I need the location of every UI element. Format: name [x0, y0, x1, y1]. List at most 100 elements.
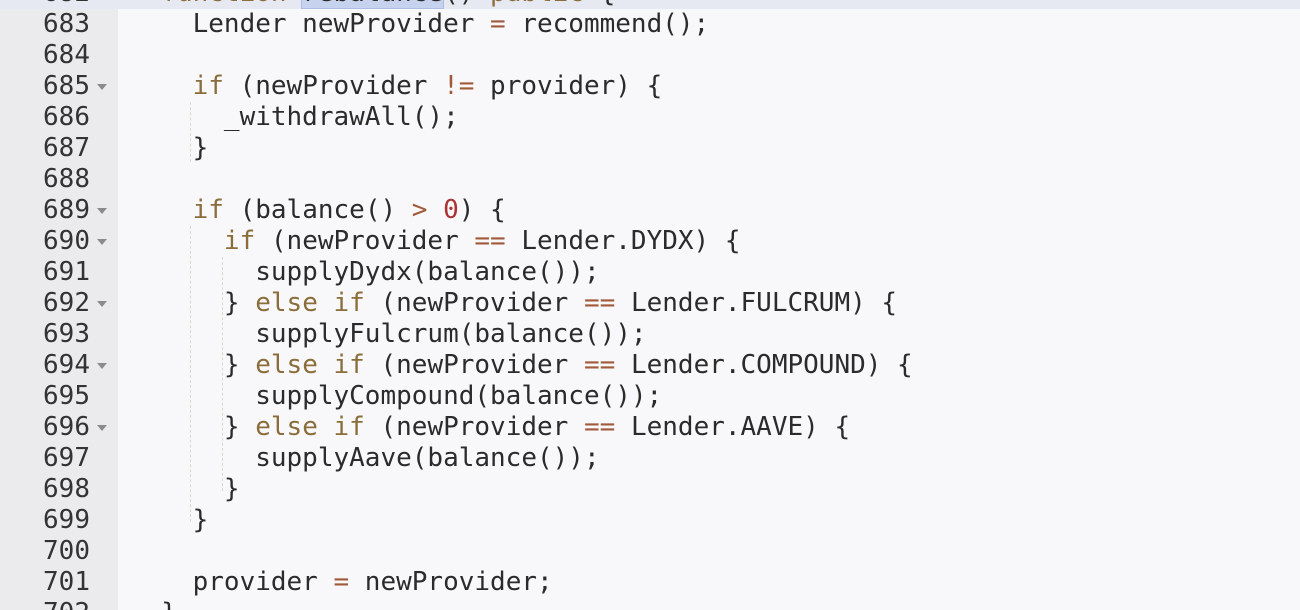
- code-token: if: [333, 288, 365, 318]
- code-line[interactable]: 693 supplyFulcrum(balance());: [0, 319, 1300, 350]
- code-token: [318, 350, 334, 380]
- code-token: provider: [130, 567, 334, 597]
- line-number: 688: [43, 164, 90, 194]
- code-token: (balance(): [223, 195, 412, 225]
- fold-toggle-icon[interactable]: [97, 363, 107, 369]
- line-number: 682: [0, 0, 90, 9]
- code-token: =: [490, 9, 506, 39]
- code-text[interactable]: Lender newProvider = recommend();: [130, 9, 710, 40]
- code-token: ==: [583, 412, 616, 442]
- code-line[interactable]: 685 if (newProvider != provider) {: [0, 71, 1300, 102]
- line-number: 699: [43, 505, 90, 535]
- line-number: 702: [0, 598, 90, 610]
- code-line[interactable]: 689 if (balance() > 0) {: [0, 195, 1300, 226]
- code-token: (newProvider: [364, 288, 584, 318]
- code-line[interactable]: 683 Lender newProvider = recommend();: [0, 9, 1300, 40]
- indent-guide: [190, 226, 191, 522]
- code-token: }: [130, 505, 209, 535]
- code-text[interactable]: supplyAave(balance());: [130, 443, 600, 474]
- code-token: provider) {: [474, 71, 663, 101]
- code-line[interactable]: 691 supplyDydx(balance());: [0, 257, 1300, 288]
- code-token: newProvider;: [349, 567, 553, 597]
- line-number: 700: [43, 536, 90, 566]
- code-token: [427, 195, 443, 225]
- code-text[interactable]: supplyDydx(balance());: [130, 257, 600, 288]
- line-number: 694: [43, 350, 90, 380]
- code-line[interactable]: 699 }: [0, 505, 1300, 536]
- line-number: 691: [43, 257, 90, 287]
- code-text[interactable]: if (balance() > 0) {: [130, 195, 506, 226]
- code-token: supplyCompound(balance());: [130, 381, 663, 411]
- fold-toggle-icon[interactable]: [97, 239, 107, 245]
- code-token: =: [333, 567, 350, 597]
- code-token: 0: [443, 195, 459, 225]
- code-token: (newProvider: [255, 226, 475, 256]
- code-text[interactable]: } else if (newProvider == Lender.FULCRUM…: [130, 288, 897, 319]
- indent-guide: [222, 257, 223, 491]
- code-text[interactable]: } else if (newProvider == Lender.COMPOUN…: [130, 350, 913, 381]
- code-token: (newProvider: [364, 350, 584, 380]
- code-token: ==: [474, 226, 506, 256]
- code-line[interactable]: 684: [0, 40, 1300, 71]
- code-token: Lender.DYDX) {: [505, 226, 741, 256]
- code-token: _withdrawAll();: [130, 102, 459, 132]
- code-token: ) {: [458, 195, 506, 225]
- code-token: supplyAave(balance());: [130, 443, 600, 473]
- code-text[interactable]: if (newProvider == Lender.DYDX) {: [130, 226, 741, 257]
- code-text[interactable]: supplyCompound(balance());: [130, 381, 662, 412]
- line-number: 695: [43, 381, 90, 411]
- code-text[interactable]: }: [130, 598, 177, 610]
- code-token: }: [130, 412, 256, 442]
- code-token: }: [130, 133, 209, 163]
- code-line[interactable]: 702 }: [0, 598, 1300, 610]
- code-token: if: [192, 71, 224, 101]
- code-text[interactable]: function rebalance() public {: [130, 0, 615, 9]
- code-line[interactable]: 686 _withdrawAll();: [0, 102, 1300, 133]
- code-line[interactable]: 682 function rebalance() public {: [0, 0, 1300, 9]
- code-text[interactable]: supplyFulcrum(balance());: [130, 319, 646, 350]
- code-line[interactable]: 695 supplyCompound(balance());: [0, 381, 1300, 412]
- code-token: function: [130, 0, 302, 8]
- code-token: if: [333, 350, 365, 380]
- code-line[interactable]: 694 } else if (newProvider == Lender.COM…: [0, 350, 1300, 381]
- code-line[interactable]: 698 }: [0, 474, 1300, 505]
- code-text[interactable]: } else if (newProvider == Lender.AAVE) {: [130, 412, 850, 443]
- line-number: 693: [43, 319, 90, 349]
- code-token: supplyDydx(balance());: [130, 257, 600, 287]
- code-token: }: [130, 474, 240, 504]
- fold-toggle-icon[interactable]: [97, 84, 107, 90]
- fold-toggle-icon[interactable]: [97, 425, 107, 431]
- active-line-highlight: [0, 0, 1300, 9]
- code-line[interactable]: 696 } else if (newProvider == Lender.AAV…: [0, 412, 1300, 443]
- code-token: [318, 288, 334, 318]
- line-number: 696: [43, 412, 90, 442]
- line-number: 692: [43, 288, 90, 318]
- code-line[interactable]: 687 }: [0, 133, 1300, 164]
- code-text[interactable]: }: [130, 133, 209, 164]
- code-line[interactable]: 701 provider = newProvider;: [0, 567, 1300, 598]
- code-line[interactable]: 690 if (newProvider == Lender.DYDX) {: [0, 226, 1300, 257]
- code-text[interactable]: provider = newProvider;: [130, 567, 553, 598]
- fold-toggle-icon[interactable]: [97, 301, 107, 307]
- code-token: Lender.AAVE) {: [615, 412, 851, 442]
- code-token: }: [130, 288, 256, 318]
- code-line[interactable]: 697 supplyAave(balance());: [0, 443, 1300, 474]
- code-token: ==: [583, 288, 616, 318]
- code-text[interactable]: }: [130, 505, 209, 536]
- fold-toggle-icon[interactable]: [97, 208, 107, 214]
- code-token: if: [333, 412, 365, 442]
- code-text[interactable]: if (newProvider != provider) {: [130, 71, 663, 102]
- selected-token: rebalance: [301, 0, 445, 9]
- code-token: >: [411, 195, 428, 225]
- code-text[interactable]: }: [130, 474, 240, 505]
- line-number: 701: [43, 567, 90, 597]
- code-line[interactable]: 688: [0, 164, 1300, 195]
- line-number: 697: [43, 443, 90, 473]
- code-token: else: [255, 412, 318, 442]
- line-number: 690: [43, 226, 90, 256]
- code-line[interactable]: 692 } else if (newProvider == Lender.FUL…: [0, 288, 1300, 319]
- code-line[interactable]: 700: [0, 536, 1300, 567]
- code-text[interactable]: _withdrawAll();: [130, 102, 459, 133]
